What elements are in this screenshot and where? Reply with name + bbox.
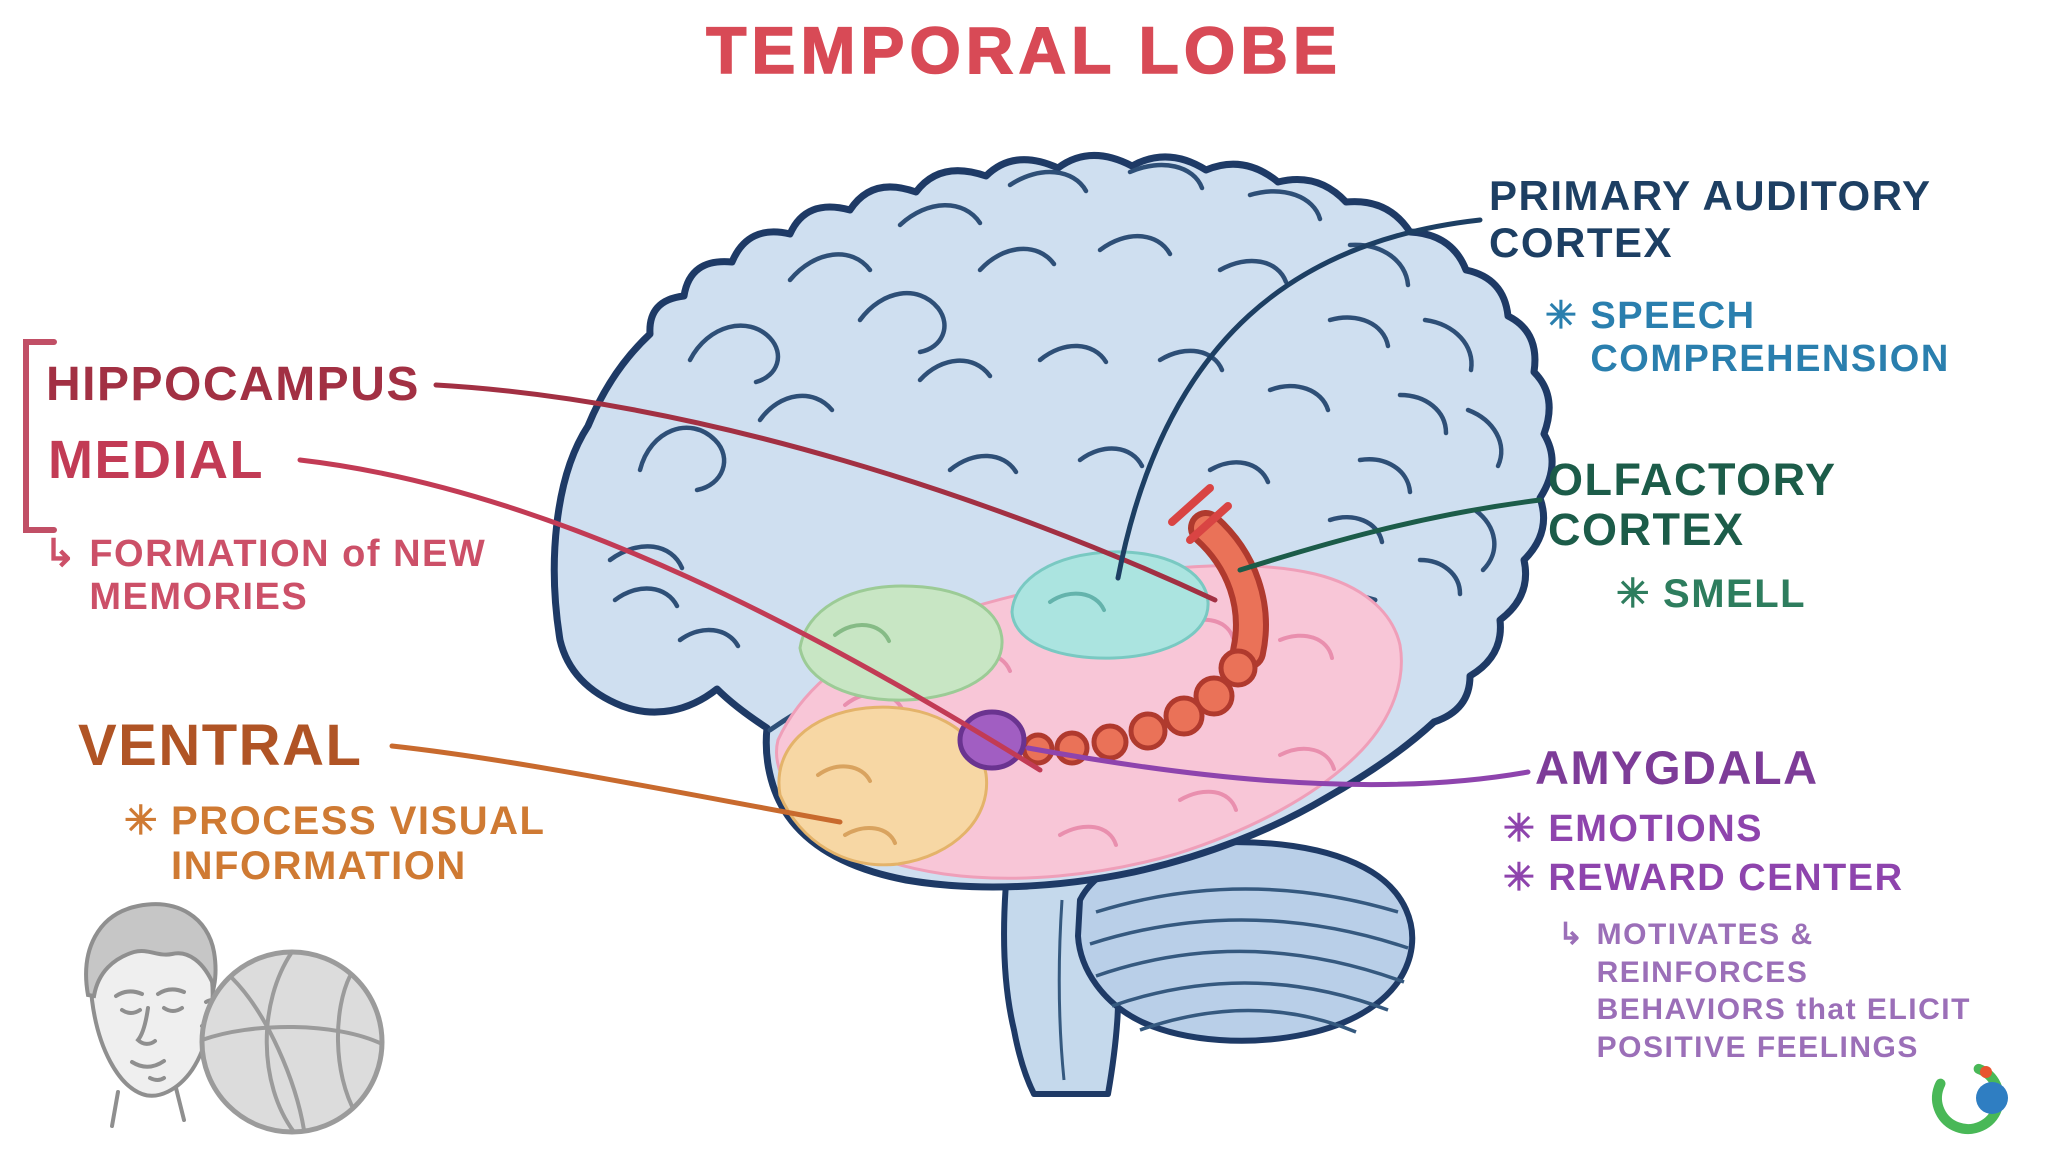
auditory-note: ✳ SPEECH COMPREHENSION [1545,295,2005,380]
amygdala-subnote: ↳ MOTIVATES & REINFORCES BEHAVIORS that … [1558,916,2028,1066]
ventral-region [777,705,989,867]
amygdala-note-emotions: ✳ EMOTIONS [1503,808,1763,851]
hippocampus-structure [1021,484,1269,766]
cut-marks [1168,484,1232,544]
olfactory-cortex-label: OLFACTORY CORTEX [1548,454,1836,556]
auditory-connector-line [1115,217,1483,581]
olfactory-note: ✳ SMELL [1616,572,1806,617]
amygdala-note-reward-center: ✳ REWARD CENTER [1503,857,1904,900]
page-title: TEMPORAL LOBE [705,12,1342,87]
hippocampus-label: HIPPOCAMPUS [46,358,420,411]
olfactory-connector-line [1237,497,1543,573]
ventral-note-text: PROCESS VISUAL INFORMATION [171,799,545,888]
amygdala-label: AMYGDALA [1535,741,1819,794]
logo-blue-dot [1976,1082,2008,1114]
green-region [798,584,1004,702]
ventral-note: ✳ PROCESS VISUAL INFORMATION [124,799,624,889]
hippocampus-connector-line [433,382,1218,603]
primary-auditory-cortex-region [1010,550,1210,660]
medial-connector-line [297,457,1043,773]
asterisk-icon: ✳ [124,799,160,843]
hair [84,902,218,999]
logo-orange-dot [1980,1066,1992,1078]
asterisk-icon: ✳ [1503,808,1537,850]
label-bracket [23,339,57,533]
gyri-lines [607,162,1504,649]
connector-lines [297,217,1543,825]
face-sketch [84,902,222,1128]
ventral-label: VENTRAL [78,713,363,778]
asterisk-icon: ✳ [1545,295,1579,337]
arrow-icon: ↳ [1558,918,1585,951]
arrow-icon: ↳ [44,533,78,575]
primary-auditory-cortex-label: PRIMARY AUDITORY CORTEX [1489,172,1931,267]
asterisk-icon: ✳ [1503,857,1537,899]
medial-note: ↳ FORMATION of NEW MEMORIES [44,533,564,618]
amygdala-note-text: EMOTIONS [1548,808,1764,850]
amygdala-connector-line [1025,745,1531,788]
olfactory-note-text: SMELL [1663,572,1807,616]
basketball-sketch [199,949,385,1135]
auditory-note-text: SPEECH COMPREHENSION [1590,295,1950,380]
osmosis-logo [1932,1062,2008,1134]
brain-illustration [550,152,1556,1097]
ventral-connector-line [389,743,843,825]
asterisk-icon: ✳ [1616,572,1652,616]
amygdala-note-text: REWARD CENTER [1548,857,1904,899]
amygdala-subnote-text: MOTIVATES & REINFORCES BEHAVIORS that EL… [1596,918,1971,1064]
medial-note-text: FORMATION of NEW MEMORIES [89,533,487,618]
medial-label: MEDIAL [48,430,264,490]
